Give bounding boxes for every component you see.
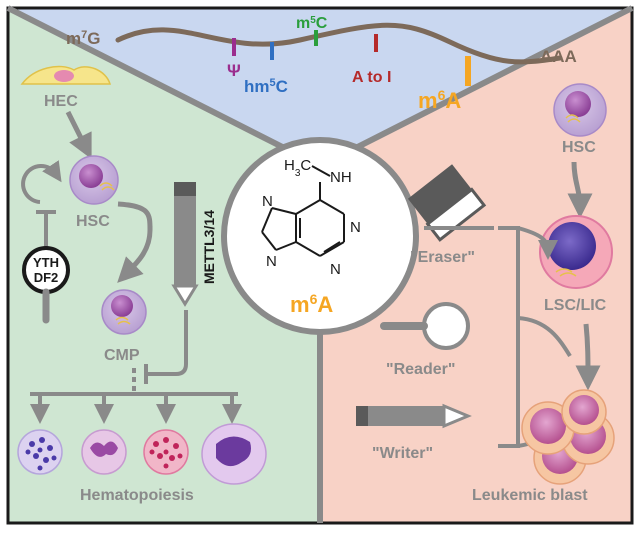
m6a-mrna-label: m6A <box>418 87 461 113</box>
hsc-label-left: HSC <box>76 213 110 230</box>
hematopoiesis-label: Hematopoiesis <box>80 487 194 504</box>
neutrophil-nucleus <box>90 441 118 457</box>
bracket-arrow-lsc <box>517 226 558 260</box>
arrow-lsc-to-blast <box>575 323 601 391</box>
arrow-hec-to-hsc <box>65 110 92 160</box>
right-panel-bg <box>320 8 632 523</box>
lsc-golgi <box>555 268 577 277</box>
hm5c-label: hm5C <box>244 77 288 96</box>
writer-pen-tip <box>442 403 472 429</box>
hsc-label-right: HSC <box>562 139 596 156</box>
n1-atom: N <box>350 219 361 236</box>
divider-left <box>6 5 322 169</box>
leukemic-blast-label: Leukemic blast <box>472 487 588 504</box>
basophil-granules <box>25 437 57 471</box>
writer-pen-body <box>356 406 444 426</box>
psi-label: Ψ <box>227 61 241 80</box>
mettl-label: METTL3/14 <box>201 210 217 284</box>
arrow-hsc-to-lsc <box>567 161 593 219</box>
self-renewal-arrow <box>21 160 62 204</box>
hec-nucleus <box>54 70 74 82</box>
n3-atom: N <box>330 261 341 278</box>
mrna-strand <box>115 22 563 65</box>
mettl-pen-tip <box>171 284 199 307</box>
arrow-hsc-to-cmp <box>117 229 153 283</box>
n9-atom: N <box>266 253 277 270</box>
hsc-golgi-right <box>565 114 581 123</box>
mettl-inhibition-line <box>146 310 188 376</box>
lsc-label: LSC/LIC <box>544 297 607 314</box>
cmp-nucleus <box>111 295 133 317</box>
cap-m: m <box>66 29 81 48</box>
writer-pen-cap <box>356 406 368 426</box>
eraser-label: "Eraser" <box>410 249 475 266</box>
mrna-tail-label: AAA <box>540 47 577 66</box>
m6a-molecule-circle <box>221 137 419 335</box>
mettl-pen-cap <box>174 182 196 196</box>
bracket-to-lsc-arrow <box>517 316 572 358</box>
reader-icon <box>422 302 470 350</box>
m5c-label: m5C <box>296 15 328 33</box>
cmp-label: CMP <box>104 347 140 364</box>
writer-label: "Writer" <box>372 445 433 462</box>
leukemic-blast-cluster <box>521 389 615 485</box>
m6a-structure <box>261 165 345 257</box>
ythdf2-label-1: YTH <box>33 255 59 270</box>
amine-group: NH <box>330 169 352 186</box>
lsc-nucleus <box>548 222 596 270</box>
hsc-golgi-left <box>99 182 115 191</box>
m6a-caption: m6A <box>290 291 333 317</box>
divider-right <box>318 5 634 169</box>
mrna-cap-label: m7G <box>66 29 100 48</box>
atoi-label: A to I <box>352 69 391 86</box>
hsc-nucleus-left <box>79 164 103 188</box>
hsc-nucleus-right <box>565 91 591 117</box>
bracket <box>498 226 520 448</box>
reader-label: "Reader" <box>386 361 455 378</box>
hec-label: HEC <box>44 93 78 110</box>
arrow-hsc-curve <box>117 201 153 231</box>
eosinophil-granules <box>149 437 183 469</box>
ythdf2-label-2: DF2 <box>34 270 59 285</box>
monocyte-nucleus <box>216 436 251 467</box>
methyl-group: H3C <box>284 157 311 179</box>
mettl-pen-body <box>174 182 196 286</box>
top-panel-bg <box>8 8 632 166</box>
n7-atom: N <box>262 193 273 210</box>
cmp-golgi <box>115 316 131 325</box>
